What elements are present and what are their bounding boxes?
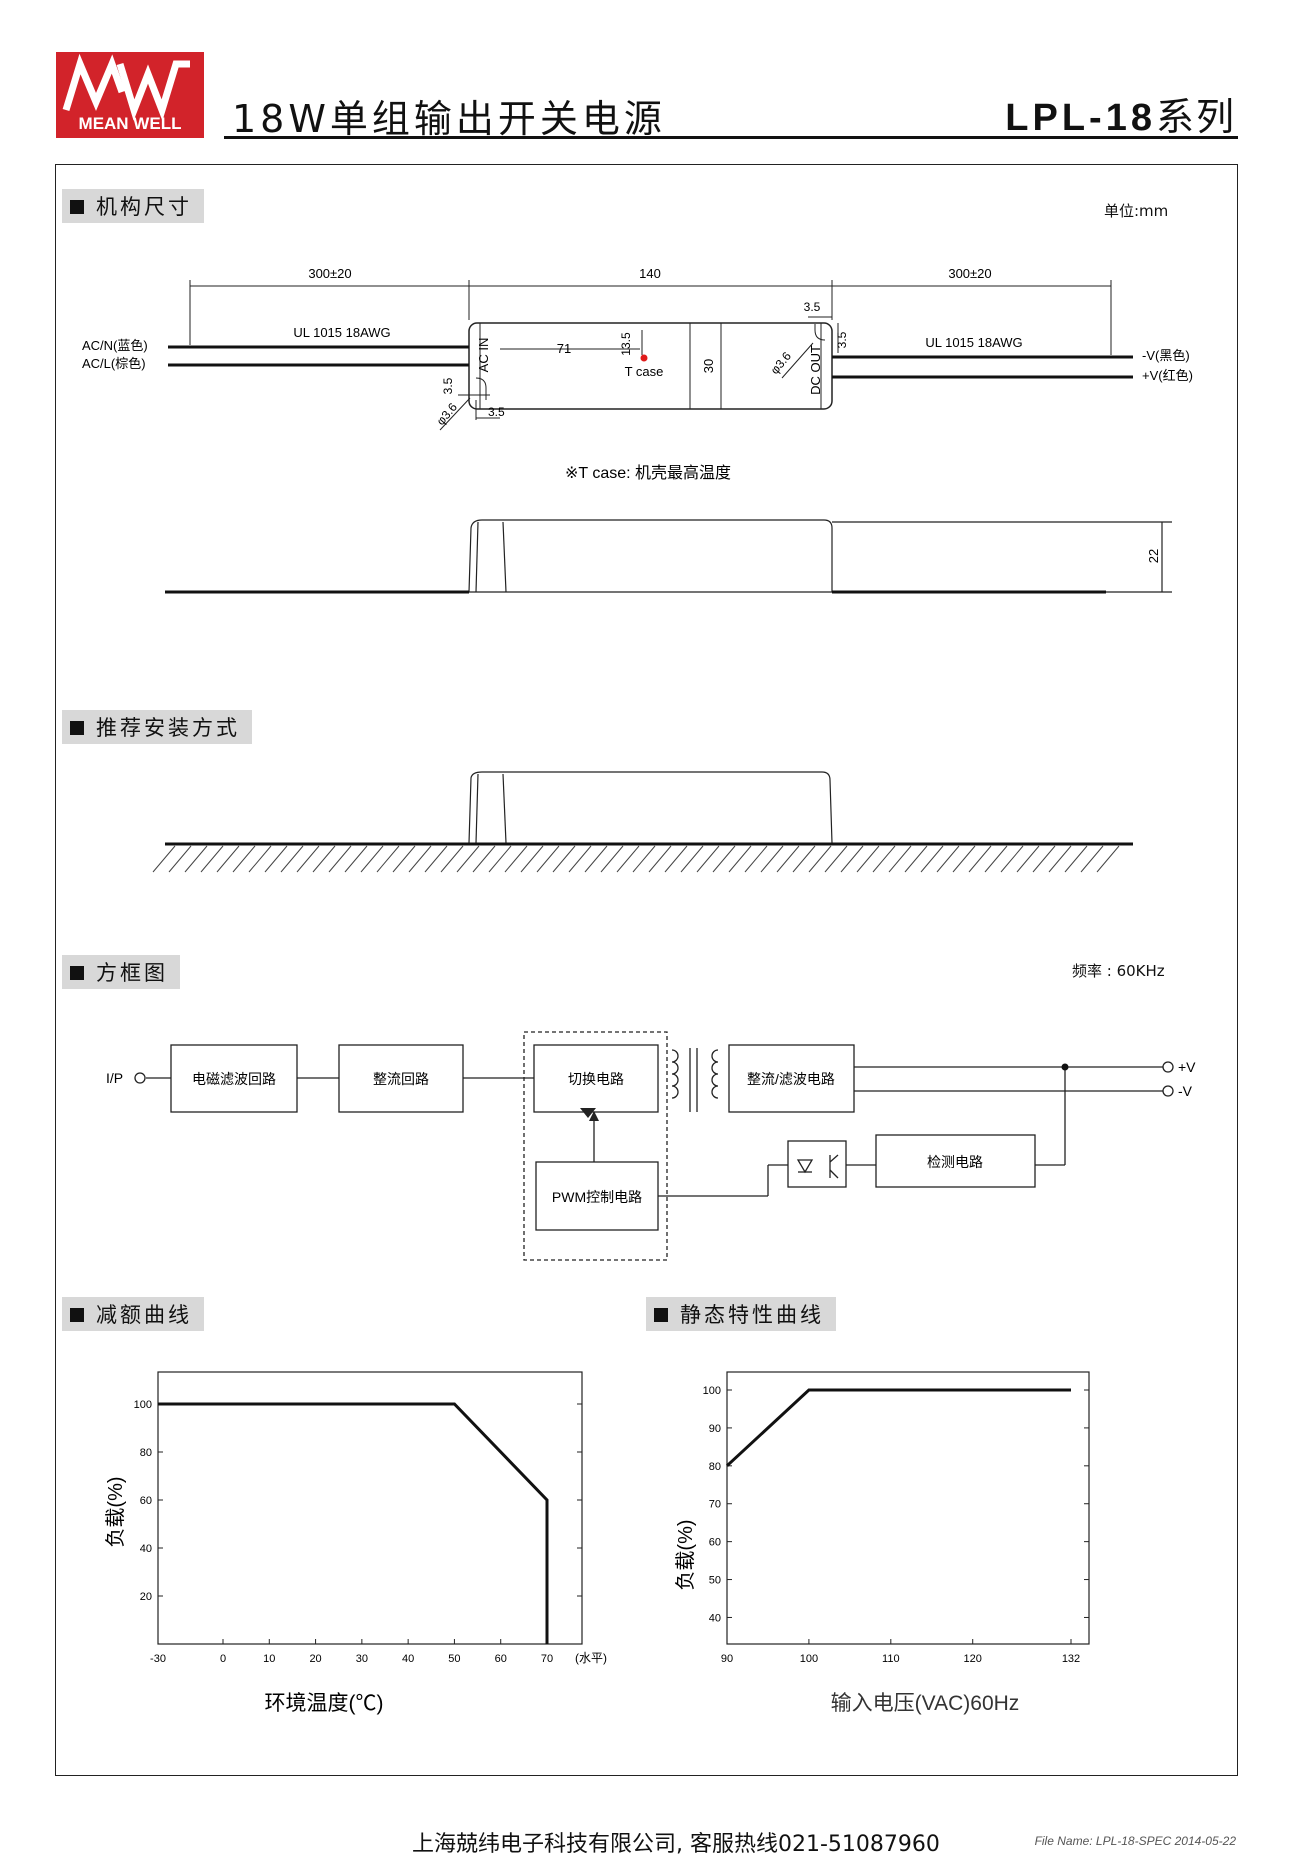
unit-label: 单位:mm [1104, 202, 1169, 220]
section-mechanical-title: 机构尺寸 [96, 195, 192, 219]
block-diagram: I/P 电磁滤波回路 整流回路 切换电路 整流/滤波电路 PWM控制电路 检测电… [106, 1031, 1196, 1261]
derating-chart: (水平) 环境温度(℃) 负载(%) 20 40 60 80 100 -30 0 10 20 30… [104, 1371, 607, 1715]
dim-hole-offset-1: 3.5 [441, 377, 455, 394]
footer-file-info: File Name: LPL-18-SPEC 2014-05-22 [1034, 1834, 1236, 1848]
static-ytick-label: 80 [709, 1461, 721, 1473]
mounting-drawing [152, 771, 1133, 873]
dim-right-cable: 300±20 [948, 266, 991, 281]
static-xlabel: 输入电压(VAC)60Hz [831, 1692, 1020, 1715]
logo-text: MEAN WELL [78, 114, 182, 133]
section-mechanical: 机构尺寸 [62, 189, 204, 223]
section-mounting-title: 推荐安装方式 [96, 716, 240, 740]
block-detection: 检测电路 [927, 1154, 983, 1170]
static-ytick-label: 100 [703, 1385, 721, 1397]
dim-hole-offset-3: 3.5 [804, 300, 821, 314]
page-title: 18W单组输出开关电源 [232, 97, 666, 141]
cable-right-spec: UL 1015 18AWG [925, 335, 1022, 350]
static-xtick-label: 120 [964, 1653, 982, 1665]
series-suffix: 系列 [1155, 95, 1236, 139]
block-rectifier: 整流回路 [373, 1071, 429, 1087]
dim-body-length: 140 [639, 266, 661, 281]
dim-height: 22 [1146, 549, 1161, 563]
static-ytick-label: 60 [709, 1537, 721, 1549]
derating-xtick-label: 20 [309, 1653, 321, 1665]
mechanical-drawing: 300±20 140 300±20 UL 1015 18AWG UL 1015 … [82, 266, 1193, 594]
derating-xtick-label: 60 [495, 1653, 507, 1665]
section-static: 静态特性曲线 [646, 1297, 836, 1331]
derating-series-line [158, 1402, 549, 1644]
content-frame [55, 164, 1238, 1776]
static-plot-frame [726, 1371, 1090, 1645]
dim-t-pos: 71 [557, 341, 571, 356]
derating-xtick-label: 70 [541, 1653, 553, 1665]
derating-ytick-label: 100 [134, 1399, 152, 1411]
dim-left-cable: 300±20 [308, 266, 351, 281]
static-xtick-label: 90 [721, 1653, 733, 1665]
static-ytick-label: 50 [709, 1575, 721, 1587]
tcase-note: ※T case: 机壳最高温度 [565, 464, 731, 482]
block-switching: 切换电路 [568, 1071, 624, 1087]
derating-ytick-label: 40 [140, 1543, 152, 1555]
block-pwm-control: PWM控制电路 [552, 1189, 642, 1205]
static-xtick-label: 110 [882, 1653, 900, 1665]
derating-xtick-label: 40 [402, 1653, 414, 1665]
derating-xtick-label: 10 [263, 1653, 275, 1665]
meanwell-logo: MEAN WELL [56, 52, 204, 138]
ac-n-label: AC/N(蓝色) [82, 338, 148, 353]
static-xtick-label: 132 [1062, 1653, 1080, 1665]
ac-in-label: AC IN [476, 338, 491, 373]
derating-xtick-label: 30 [356, 1653, 368, 1665]
derating-xtick-label: 50 [448, 1653, 460, 1665]
dim-hole-dia-1: φ3.6 [434, 400, 461, 428]
series-name: LPL-18系列 [1005, 86, 1236, 141]
derating-plot-frame [157, 1371, 583, 1645]
derating-ytick-label: 20 [140, 1591, 152, 1603]
static-xtick-label: 100 [800, 1653, 818, 1665]
static-ylabel: 负载(%) [674, 1519, 697, 1590]
dim-hole-offset-4: 3.5 [835, 331, 849, 348]
dim-width: 30 [701, 359, 716, 373]
v-minus-label: -V(黑色) [1142, 348, 1190, 363]
dim-t-height: 13.5 [619, 332, 633, 356]
derating-ylabel: 负载(%) [104, 1476, 127, 1547]
static-series-line [725, 1388, 1071, 1467]
frequency-label: 频率 : 60KHz [1072, 962, 1165, 980]
dc-out-label: DC OUT [808, 345, 823, 395]
section-derating-title: 减额曲线 [96, 1303, 192, 1327]
static-ytick-label: 70 [709, 1499, 721, 1511]
header-rule [224, 136, 1238, 139]
ac-l-label: AC/L(棕色) [82, 356, 146, 371]
derating-ytick-label: 80 [140, 1447, 152, 1459]
footer-company: 上海兢纬电子科技有限公司, 客服热线021-51087960 [412, 1832, 940, 1857]
static-ytick-label: 90 [709, 1423, 721, 1435]
section-static-title: 静态特性曲线 [680, 1303, 824, 1327]
series-model: LPL-18 [1005, 97, 1156, 139]
output-minus: -V [1178, 1083, 1193, 1099]
static-ytick-label: 40 [709, 1612, 721, 1624]
section-mounting: 推荐安装方式 [62, 710, 252, 744]
section-block-diagram: 方框图 [62, 955, 180, 989]
dim-hole-offset-2: 3.5 [488, 405, 505, 419]
block-rect-filter: 整流/滤波电路 [747, 1071, 835, 1087]
section-derating: 减额曲线 [62, 1297, 204, 1331]
dim-hole-dia-2: φ3.6 [768, 349, 795, 377]
section-block-title: 方框图 [96, 961, 168, 985]
static-chart: 输入电压(VAC)60Hz 负载(%) 40 50 60 70 80 90 100 90 100… [674, 1371, 1090, 1715]
derating-xtick-label: 0 [220, 1653, 226, 1665]
v-plus-label: +V(红色) [1142, 368, 1193, 383]
derating-xlabel: 环境温度(℃) [265, 1692, 384, 1715]
tcase-label: T case [625, 364, 664, 379]
block-emi-filter: 电磁滤波回路 [192, 1071, 276, 1087]
cable-left-spec: UL 1015 18AWG [293, 325, 390, 340]
derating-x-note: (水平) [575, 1651, 607, 1665]
output-plus: +V [1178, 1059, 1196, 1075]
input-label: I/P [106, 1070, 123, 1086]
derating-xtick-label: -30 [150, 1653, 166, 1665]
mw-mark-icon [62, 53, 190, 121]
derating-ytick-label: 60 [140, 1495, 152, 1507]
